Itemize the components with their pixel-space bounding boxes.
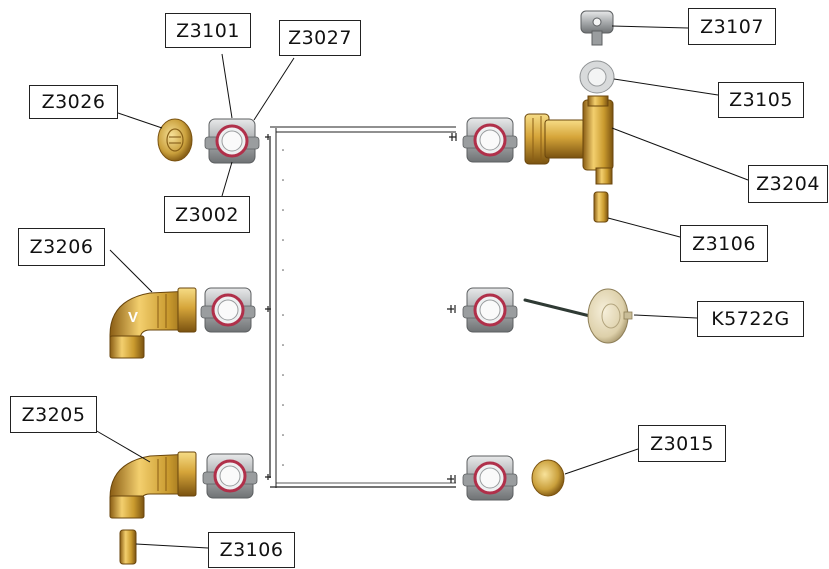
label-z3106-right: Z3106 <box>680 225 768 262</box>
label-z3015: Z3015 <box>638 425 726 462</box>
label-z3105: Z3105 <box>718 82 804 118</box>
clamp-saddle-2 <box>200 287 256 333</box>
leader-z3205 <box>94 429 151 463</box>
pipe-dots <box>282 149 284 466</box>
label-z3002: Z3002 <box>164 196 250 233</box>
label-z3206: Z3206 <box>18 228 105 266</box>
leader-lines <box>94 25 749 549</box>
leader-z3002 <box>221 161 233 197</box>
brass-plug-z3026 <box>157 118 193 162</box>
label-k5722g: K5722G <box>697 301 804 337</box>
brass-cap-z3015 <box>531 459 565 497</box>
leader-k5722g <box>633 314 698 319</box>
clamp-saddle-5 <box>462 287 518 333</box>
label-z3205: Z3205 <box>10 396 97 433</box>
leader-z3206 <box>109 249 153 293</box>
label-z3204: Z3204 <box>748 165 828 203</box>
grey-key-z3107 <box>580 10 614 46</box>
temperature-probe-k5722g <box>523 288 633 344</box>
leader-z3204 <box>611 127 749 181</box>
label-z3026: Z3026 <box>29 85 118 119</box>
leader-z3107 <box>611 25 689 29</box>
pipe-lines <box>269 126 456 488</box>
clamp-saddle-1 <box>204 118 260 164</box>
leader-z3105 <box>613 78 719 96</box>
brass-tee-valve-z3204 <box>524 95 614 185</box>
brass-elbow-z3205 <box>109 451 197 519</box>
elbow-v-mark: V <box>128 309 138 326</box>
leader-z3015 <box>564 448 639 475</box>
clamp-saddle-3 <box>202 453 258 499</box>
connector-marks <box>265 133 457 483</box>
clamp-saddle-6 <box>462 455 518 501</box>
brass-sleeve-right <box>593 191 609 223</box>
clamp-saddle-4 <box>462 117 518 163</box>
leader-z3027 <box>253 57 295 121</box>
label-z3106-bottom: Z3106 <box>208 532 295 568</box>
brass-elbow-z3206: V <box>109 287 197 359</box>
brass-sleeve-bottom <box>119 529 137 565</box>
label-z3027: Z3027 <box>279 20 361 56</box>
label-z3107: Z3107 <box>688 8 776 45</box>
leader-z3106-bottom <box>135 543 209 549</box>
label-z3101: Z3101 <box>165 13 251 48</box>
washer-z3105 <box>579 60 615 94</box>
leader-z3106-right <box>607 217 681 238</box>
leader-z3026 <box>117 112 163 129</box>
leader-z3101 <box>221 53 233 119</box>
